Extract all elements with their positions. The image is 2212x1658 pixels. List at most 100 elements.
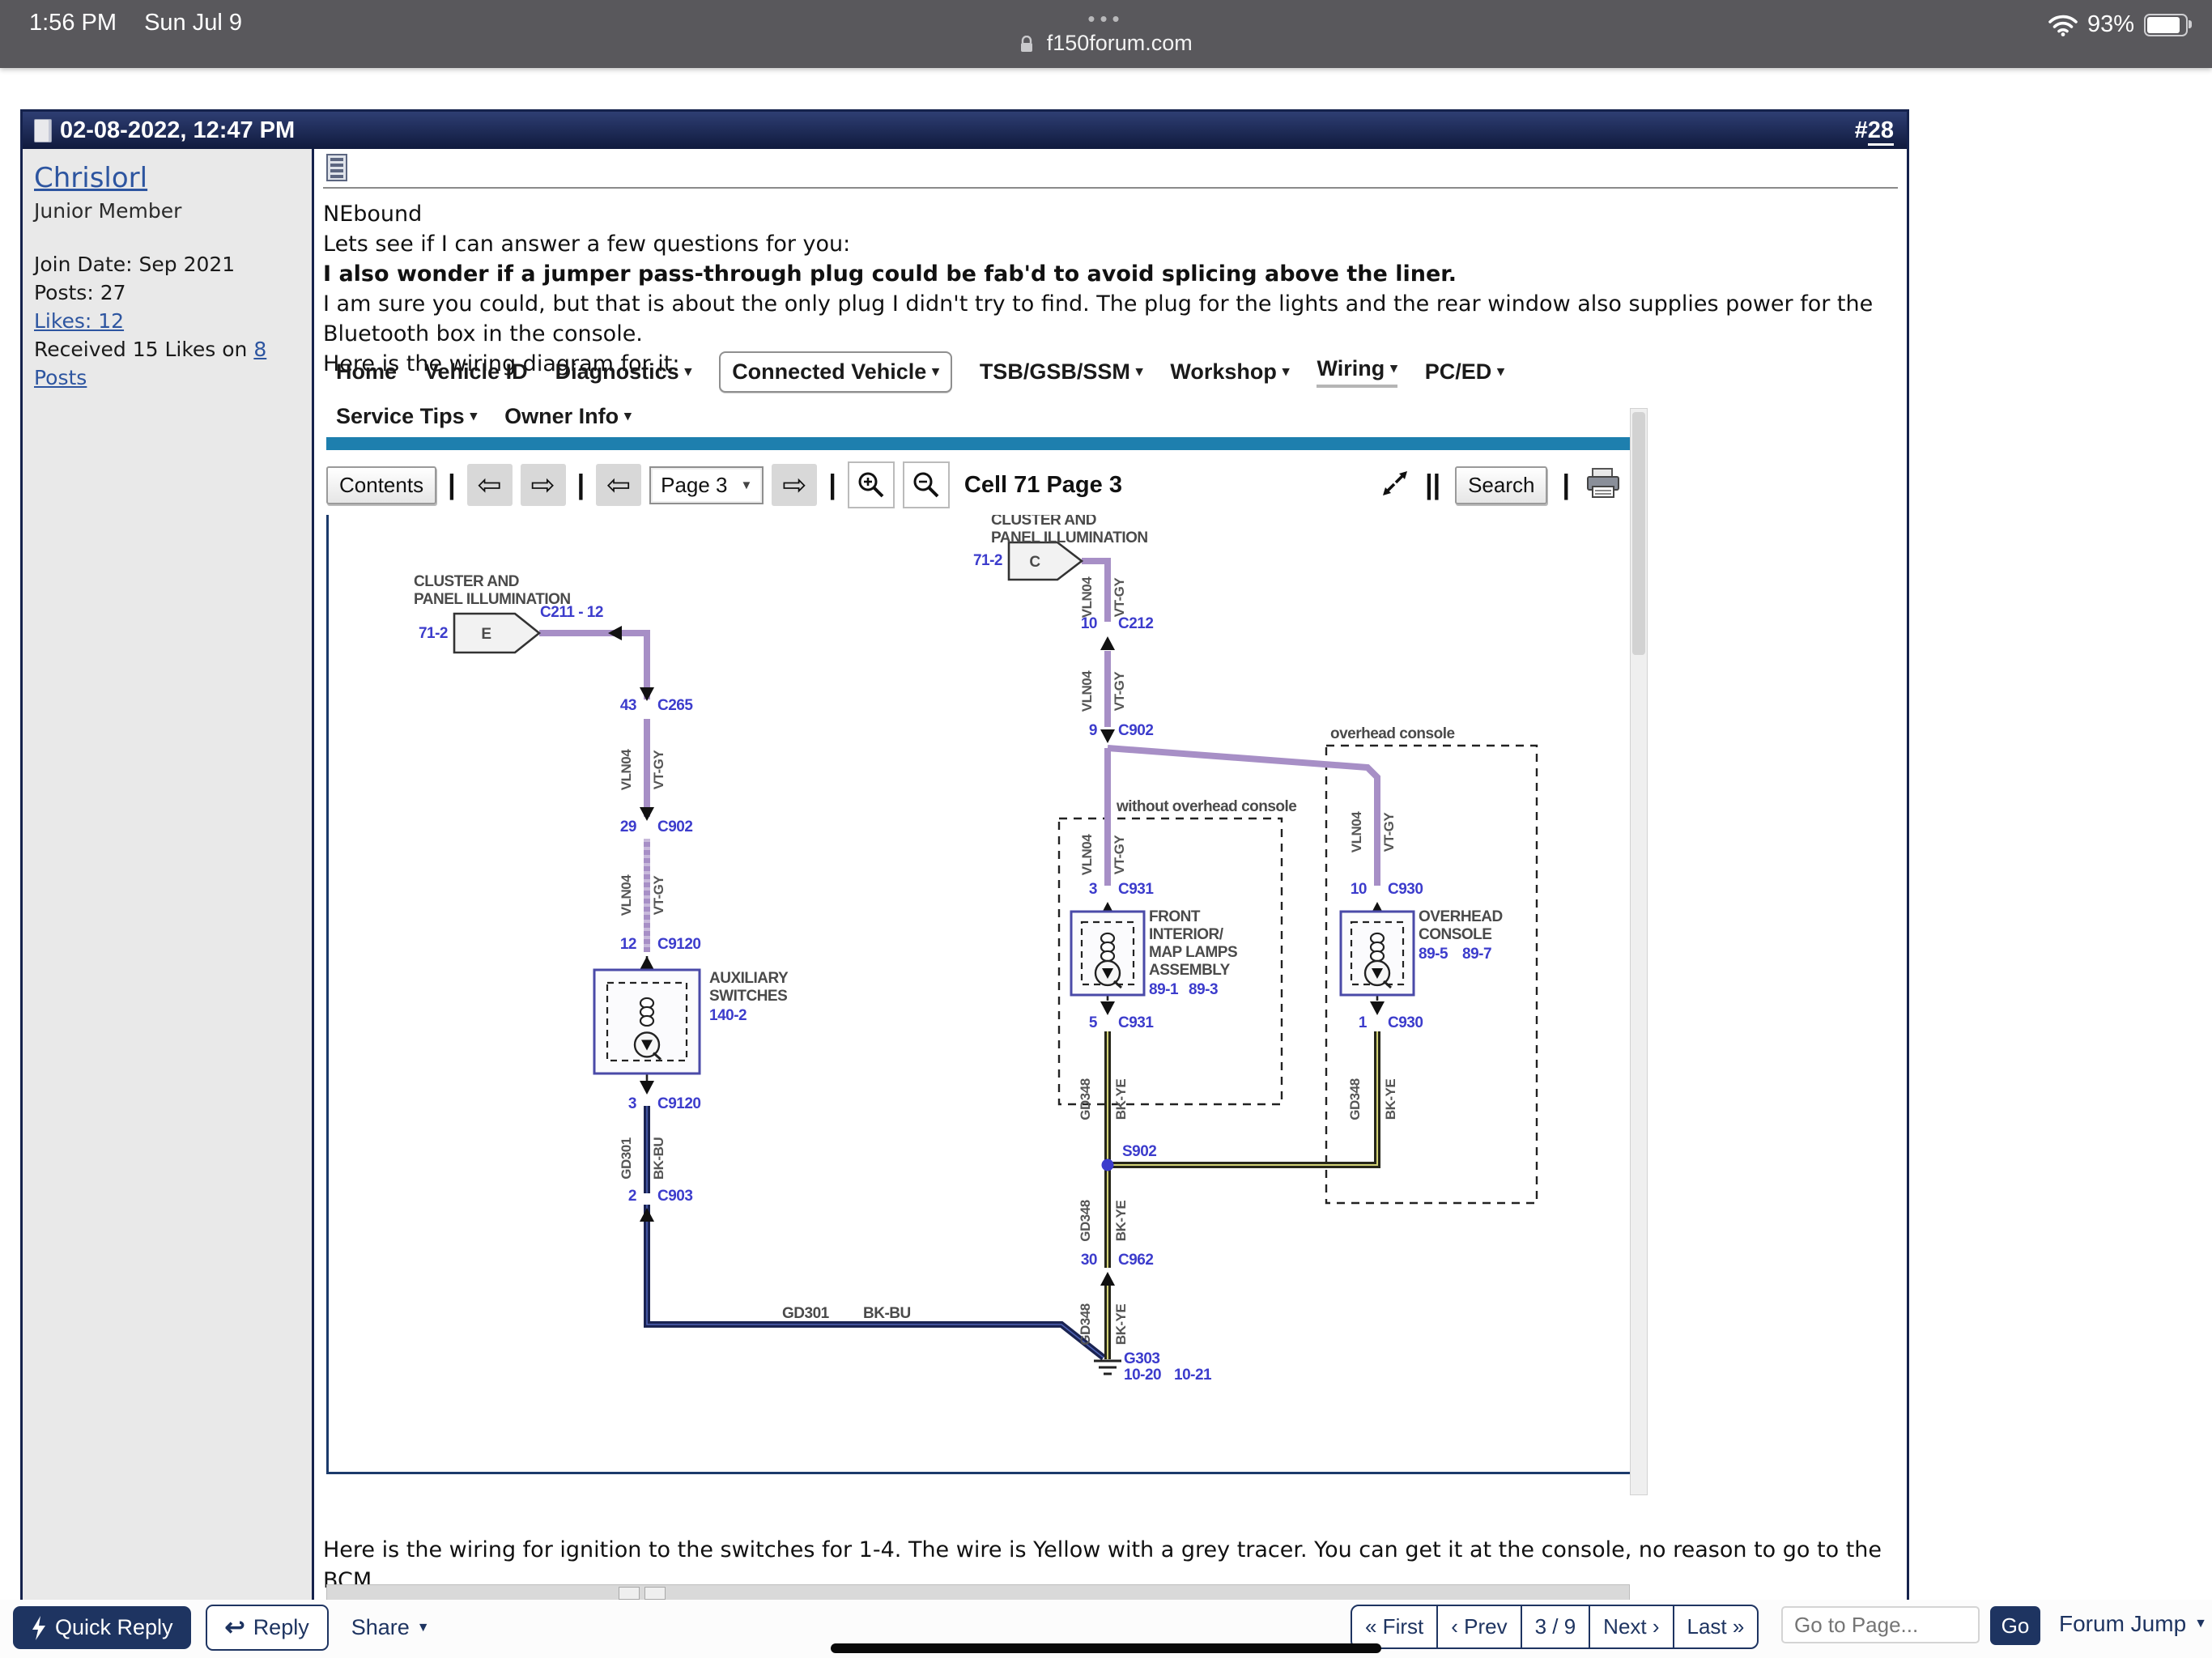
dashed-option-box (1057, 817, 1283, 1106)
connector-name: C902 (1118, 722, 1153, 739)
chevron-down-icon: ▾ (1390, 360, 1397, 376)
viewer-tab-connected-vehicle[interactable]: Connected Vehicle▾ (719, 351, 952, 393)
prev-page-button[interactable]: ⇦ (596, 464, 642, 506)
url-bar[interactable]: f150forum.com (0, 31, 2212, 56)
user-join-date: Join Date: Sep 2021 (34, 253, 236, 276)
wire-label: VT-GY (1112, 671, 1127, 712)
viewer-tab-tsb-gsb-ssm[interactable]: TSB/GSB/SSM▾ (979, 359, 1143, 384)
next-page-button[interactable]: ⇨ (772, 464, 818, 506)
post-body-text: NEbound Lets see if I can answer a few q… (323, 199, 1898, 379)
next-page-button[interactable]: Next › (1590, 1606, 1674, 1647)
viewer-tab-wiring[interactable]: Wiring▾ (1317, 356, 1397, 388)
reply-button[interactable]: ↩ Reply (205, 1605, 329, 1651)
connector-name: C931 (1118, 1014, 1154, 1031)
diagram-label: ASSEMBLY (1149, 962, 1231, 979)
print-button[interactable] (1585, 467, 1622, 504)
dashed-option-box (1325, 744, 1538, 1205)
connector-pin: 5 (1089, 1014, 1098, 1031)
next-cell-button[interactable]: ⇨ (520, 464, 566, 506)
diagram-label: CONSOLE (1419, 926, 1491, 943)
viewer-tab-pc-ed[interactable]: PC/ED▾ (1424, 359, 1504, 384)
zoom-in-button[interactable] (847, 461, 895, 508)
diagram-ref-label: 10-21 (1174, 1367, 1212, 1384)
connector-pin: 30 (1081, 1252, 1097, 1269)
viewer-tab-workshop[interactable]: Workshop▾ (1170, 359, 1290, 384)
connector-pin: 43 (620, 697, 636, 714)
connector-pin: 29 (620, 818, 636, 835)
battery-icon (2144, 13, 2192, 36)
prev-cell-button[interactable]: ⇦ (466, 464, 513, 506)
wire-label: VLN04 (619, 874, 634, 916)
wire-label: VT-GY (651, 750, 666, 790)
diagram-ref-label: 140-2 (709, 1007, 747, 1024)
quoted-question: I also wonder if a jumper pass-through p… (323, 261, 1457, 287)
wire-label: BK-YE (1113, 1304, 1129, 1346)
wire-label: BK-YE (1113, 1201, 1129, 1242)
wire-arrow (640, 956, 654, 970)
forum-post: 02-08-2022, 12:47 PM #28 Chrislorl Junio… (20, 109, 1909, 1658)
zoom-out-button[interactable] (902, 461, 950, 508)
wire-label: VT-GY (1381, 812, 1397, 852)
quick-reply-button[interactable]: Quick Reply (13, 1606, 191, 1649)
chevron-down-icon: ▾ (1135, 363, 1143, 379)
diagram-label: overhead console (1330, 725, 1455, 742)
diagram-label: MAP LAMPS (1149, 944, 1237, 961)
contents-button[interactable]: Contents (326, 466, 437, 504)
viewer-tabs-row1: Home Vehicle ID Diagnostics▾ Connected Vehi… (326, 348, 1648, 395)
diagram-label: without overhead console (1116, 798, 1296, 815)
viewer-tab-owner-info[interactable]: Owner Info▾ (504, 403, 632, 428)
last-page-button[interactable]: Last » (1687, 1614, 1745, 1639)
go-button[interactable]: Go (1990, 1606, 2040, 1645)
connector-pin: 2 (628, 1188, 636, 1205)
connector-name: C9120 (657, 1095, 701, 1112)
diagram-label: PANEL ILLUMINATION (414, 591, 571, 608)
connector-pin: 12 (620, 936, 636, 953)
wire-label: VT-GY (1112, 577, 1127, 618)
toolbar-sep: | (828, 469, 836, 500)
wire-label: VLN04 (1079, 834, 1095, 875)
viewer-tab-vehicle-id[interactable]: Vehicle ID (424, 359, 528, 384)
post-date: 02-08-2022, 12:47 PM (60, 117, 296, 143)
go-to-page-input[interactable] (1781, 1606, 1980, 1643)
connector-tag (453, 612, 542, 654)
url-text: f150forum.com (1046, 31, 1193, 55)
share-button[interactable]: Share▼ (351, 1615, 430, 1639)
wire-arrow (640, 1208, 654, 1222)
viewer-scrollbar[interactable] (1630, 408, 1648, 1495)
home-indicator[interactable] (831, 1643, 1381, 1653)
username-link[interactable]: Chrislorl (34, 162, 148, 194)
printer-icon (1587, 467, 1619, 498)
search-button[interactable]: Search (1455, 466, 1548, 504)
first-page-button[interactable]: « First (1352, 1606, 1439, 1647)
viewer-tab-diagnostics[interactable]: Diagnostics▾ (555, 359, 692, 384)
prev-page-button[interactable]: ‹ Prev (1438, 1606, 1522, 1647)
tab-overview-dots[interactable]: ••• (1087, 6, 1125, 31)
expand-icon (1383, 470, 1408, 495)
viewer-tab-home[interactable]: Home (336, 359, 398, 384)
forum-action-bar: Quick Reply ↩ Reply Share▼ « First ‹ Pre… (0, 1600, 2212, 1658)
wire-arrow (640, 687, 654, 701)
post-divider (323, 187, 1898, 189)
fullscreen-button[interactable] (1380, 468, 1410, 503)
toolbar-cell-title: Cell 71 Page 3 (963, 471, 1122, 498)
zoom-in-icon (858, 472, 884, 498)
wire-arrow (640, 1081, 654, 1095)
viewer-tab-service-tips[interactable]: Service Tips▾ (336, 403, 478, 428)
received-posts-link[interactable]: 8 Posts (34, 338, 267, 389)
toolbar-text: || (1425, 469, 1441, 500)
chevron-down-icon: ▾ (624, 408, 632, 423)
zoom-out-icon (913, 472, 939, 498)
thread-pagination: « First ‹ Prev 3 / 9 Next › Last » (1351, 1605, 1759, 1649)
connector-name: C903 (657, 1188, 692, 1205)
user-likes-link[interactable]: Likes: 12 (34, 309, 125, 333)
forum-jump-dropdown[interactable]: Forum Jump▼ (2059, 1611, 2207, 1636)
diagram-ref-label: 71-2 (973, 552, 1002, 569)
post-header: 02-08-2022, 12:47 PM #28 (23, 112, 1907, 149)
diagram-ref-label: 89-1 (1149, 981, 1179, 998)
quote-author: NEbound (323, 202, 423, 227)
wire-label: VT-GY (1112, 835, 1127, 875)
post-number-link[interactable]: #28 (1855, 112, 1894, 149)
page-select[interactable]: Page 3▼ (649, 466, 764, 504)
diagram-label: CLUSTER AND (991, 515, 1096, 529)
